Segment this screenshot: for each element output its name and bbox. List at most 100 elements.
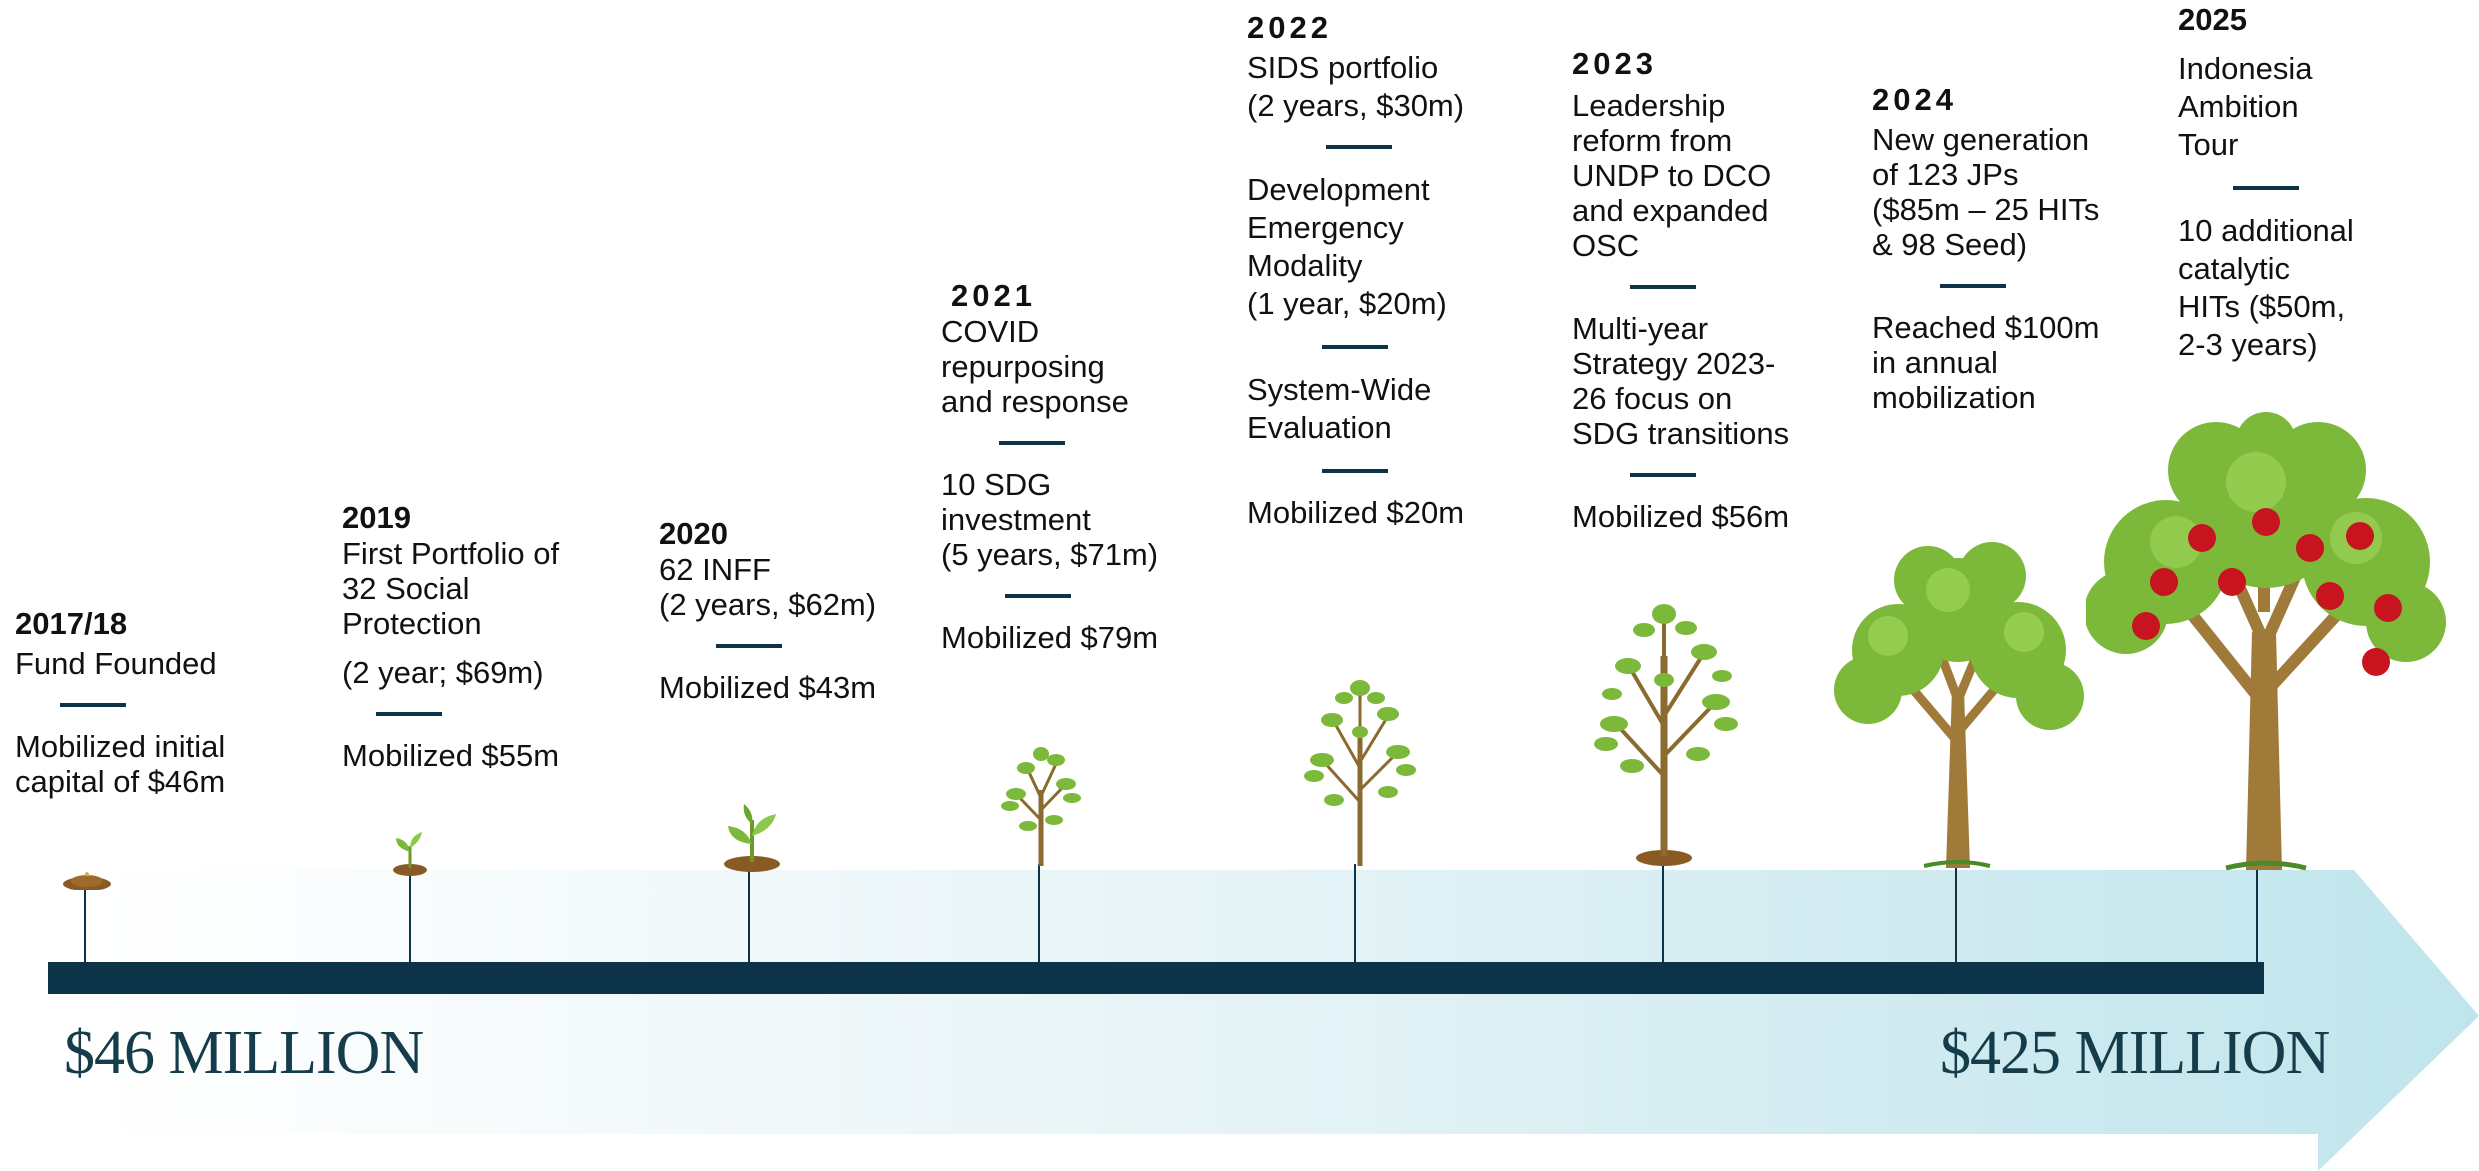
milestone-2023: 2023 Leadership reform from UNDP to DCO … [1572, 46, 1789, 534]
timeline-bar [48, 962, 2264, 994]
end-total-label: $425 MILLION [1940, 1019, 2330, 1087]
separator-dash [999, 441, 1065, 445]
milestone-text: Mobilized initial [15, 729, 226, 764]
timeline-stem-2022 [1354, 864, 1356, 964]
milestone-text: 10 SDG [941, 467, 1052, 502]
milestone-text: 10 additional [2178, 213, 2354, 248]
separator-dash [1940, 284, 2006, 288]
milestone-text: (2 years, $62m) [659, 587, 877, 622]
milestone-year: 2023 [1572, 46, 1657, 81]
milestone-text: 32 Social [342, 571, 470, 606]
milestone-text: 26 focus on [1572, 381, 1733, 416]
milestone-year: 2017/18 [15, 606, 128, 641]
milestone-text: UNDP to DCO [1572, 158, 1772, 193]
milestone-text: Indonesia [2178, 51, 2313, 86]
timeline-stem-2023 [1662, 860, 1664, 964]
separator-dash [60, 703, 126, 707]
milestone-text: in annual [1872, 345, 1998, 380]
milestone-text: OSC [1572, 228, 1640, 263]
milestone-text: COVID [941, 314, 1040, 349]
separator-dash [2233, 186, 2299, 190]
milestone-text: Ambition [2178, 89, 2299, 124]
milestone-year: 2022 [1247, 10, 1332, 45]
timeline-stem-2020 [748, 866, 750, 964]
milestone-text: Leadership [1572, 88, 1726, 123]
milestone-text: Mobilized $43m [659, 670, 877, 705]
milestone-2021: 2021 COVID repurposing and response 10 S… [941, 278, 1158, 655]
milestone-year: 2024 [1872, 82, 1957, 117]
soil-mound-icon [63, 872, 111, 890]
milestone-text: Reached $100m [1872, 310, 2100, 345]
milestone-text: Mobilized $55m [342, 738, 560, 773]
milestone-text: Tour [2178, 127, 2239, 162]
milestone-text: and expanded [1572, 193, 1769, 228]
milestone-text: & 98 Seed) [1872, 227, 2028, 262]
timeline-stem-2025 [2256, 864, 2258, 964]
milestone-text: Modality [1247, 248, 1363, 283]
milestone-text: New generation [1872, 122, 2090, 157]
seedling-icon [724, 804, 780, 872]
milestone-2025: 2025 Indonesia Ambition Tour 10 addition… [2178, 2, 2354, 364]
timeline-stem-2017 [84, 886, 86, 964]
milestone-text: reform from [1572, 123, 1733, 158]
milestone-text: catalytic [2178, 251, 2290, 286]
milestone-text: SIDS portfolio [1247, 50, 1439, 85]
growing-tree-icon [1594, 604, 1738, 866]
separator-dash [1322, 345, 1388, 349]
milestone-year: 2025 [2178, 2, 2247, 37]
timeline-stem-2024 [1955, 860, 1957, 964]
separator-dash [1005, 594, 1071, 598]
separator-dash [1630, 285, 1696, 289]
milestone-text: and response [941, 384, 1129, 419]
milestone-text: Protection [342, 606, 482, 641]
timeline-stem-2021 [1038, 864, 1040, 964]
sapling-tree-icon [1304, 680, 1416, 866]
separator-dash [1326, 145, 1392, 149]
milestone-text: (2 years, $30m) [1247, 88, 1465, 123]
apple-tree-icon [2086, 412, 2446, 871]
young-tree-icon [1001, 747, 1081, 866]
separator-dash [1630, 473, 1696, 477]
milestone-text: capital of $46m [15, 764, 226, 799]
milestone-text: System-Wide [1247, 372, 1432, 407]
milestone-year: 2021 [951, 278, 1036, 313]
milestone-text: First Portfolio of [342, 536, 560, 571]
spacer [342, 641, 559, 655]
separator-dash [716, 644, 782, 648]
milestone-text: mobilization [1872, 380, 2036, 415]
timeline-stem-2019 [409, 872, 411, 964]
milestone-year: 2020 [659, 516, 728, 551]
milestone-2017: 2017/18 Fund Founded Mobilized initial c… [15, 606, 225, 799]
milestone-text: investment [941, 502, 1091, 537]
milestone-text: Evaluation [1247, 410, 1392, 445]
milestone-text: Mobilized $79m [941, 620, 1159, 655]
milestone-text: 2-3 years) [2178, 327, 2318, 362]
start-total-label: $46 MILLION [64, 1019, 424, 1087]
milestone-text: ($85m – 25 HITs [1872, 192, 2100, 227]
milestone-text: (2 year; $69m) [342, 655, 544, 690]
sprout-icon [393, 832, 427, 876]
milestone-text: repurposing [941, 349, 1105, 384]
milestone-text: (1 year, $20m) [1247, 286, 1447, 321]
milestone-text: of 123 JPs [1872, 157, 2019, 192]
milestone-text: Mobilized $20m [1247, 495, 1465, 530]
leafy-tree-icon [1834, 542, 2084, 868]
milestone-text: Fund Founded [15, 646, 217, 681]
milestone-text: 62 INFF [659, 552, 771, 587]
milestone-2019: 2019 First Portfolio of 32 Social Protec… [342, 500, 559, 773]
milestone-text: Emergency [1247, 210, 1404, 245]
milestone-year: 2019 [342, 500, 411, 535]
milestone-text: (5 years, $71m) [941, 537, 1159, 572]
milestone-text: SDG transitions [1572, 416, 1790, 451]
milestone-text: Strategy 2023- [1572, 346, 1776, 381]
separator-dash [1322, 469, 1388, 473]
milestone-2024: 2024 New generation of 123 JPs ($85m – 2… [1872, 82, 2100, 415]
milestone-text: HITs ($50m, [2178, 289, 2346, 324]
milestone-2022: 2022 SIDS portfolio (2 years, $30m) Deve… [1247, 10, 1464, 530]
milestone-text: Development [1247, 172, 1430, 207]
milestone-2020: 2020 62 INFF (2 years, $62m) Mobilized $… [659, 516, 876, 705]
separator-dash [376, 712, 442, 716]
milestone-text: Mobilized $56m [1572, 499, 1790, 534]
milestone-text: Multi-year [1572, 311, 1709, 346]
